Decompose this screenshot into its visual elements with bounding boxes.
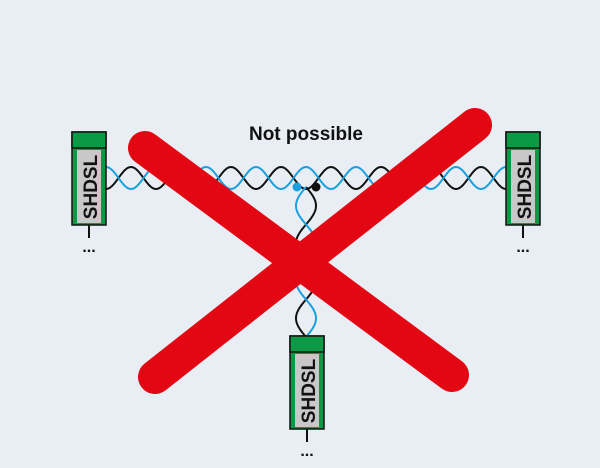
module-continuation: ... xyxy=(300,443,313,460)
module-label: SHDSL xyxy=(81,154,102,219)
blue-junction-dot xyxy=(292,182,302,192)
module-bottom: SHDSL ... xyxy=(289,335,325,460)
module-continuation: ... xyxy=(82,239,95,256)
module-continuation: ... xyxy=(516,239,529,256)
module-left: SHDSL ... xyxy=(71,131,107,256)
red-cross-icon xyxy=(128,108,492,394)
title: Not possible xyxy=(249,124,363,145)
module-label: SHDSL xyxy=(515,154,536,219)
black-junction-dot xyxy=(311,182,321,192)
module-right: SHDSL ... xyxy=(505,131,541,256)
module-label: SHDSL xyxy=(299,358,320,423)
